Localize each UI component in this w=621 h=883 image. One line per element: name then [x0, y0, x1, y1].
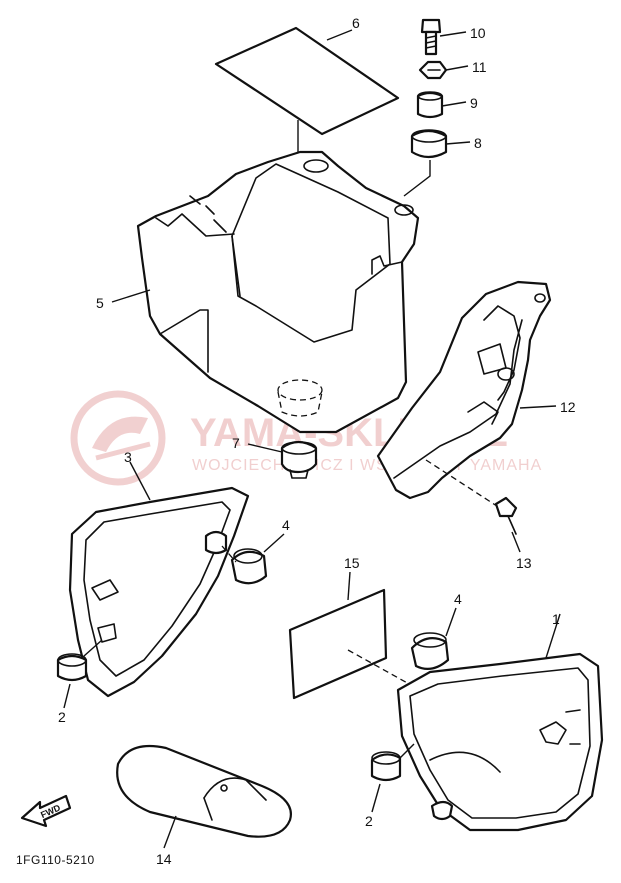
axis-15 — [347, 649, 421, 691]
callout-labels: 1 2 2 3 4 4 5 6 7 8 9 10 11 12 13 14 15 — [58, 15, 576, 867]
leader-2b — [371, 783, 381, 813]
leader-3 — [129, 461, 151, 501]
callout-1: 1 — [552, 611, 560, 627]
callout-4-upper: 4 — [282, 517, 290, 533]
leader-2a-arm — [83, 639, 103, 657]
part-4-grommet-lower — [410, 632, 450, 671]
part-1-side-cover-right — [396, 652, 604, 832]
part-3-side-cover-left — [68, 486, 250, 698]
callout-14: 14 — [156, 851, 172, 867]
callout-8: 8 — [474, 135, 482, 151]
leader-15 — [347, 571, 351, 601]
leader-1 — [545, 613, 561, 659]
part-11-nut — [418, 60, 448, 80]
callout-15: 15 — [344, 555, 360, 571]
watermark-subtitle: WOJCIECHOWICZ I WSPÓLNICY YAMAHA — [192, 455, 542, 474]
part-9-collar — [416, 91, 444, 119]
figure-code: 1FG110-5210 — [16, 853, 95, 867]
leader-6 — [326, 29, 353, 41]
callout-10: 10 — [470, 25, 486, 41]
watermark-logo-icon — [70, 390, 166, 486]
leader-10 — [439, 31, 467, 37]
callout-6: 6 — [352, 15, 360, 31]
part-4-grommet-upper — [230, 548, 268, 585]
axis-13 — [425, 459, 501, 509]
part-8-grommet — [410, 129, 448, 159]
leader-2b-arm — [399, 743, 415, 759]
leader-7 — [247, 443, 283, 453]
part-7-damper — [280, 440, 318, 479]
callout-3: 3 — [124, 449, 132, 465]
part-2-grommet-left — [56, 653, 88, 682]
callout-11: 11 — [472, 59, 487, 75]
leader-5 — [111, 289, 151, 303]
callout-5: 5 — [96, 295, 104, 311]
leader-2a — [63, 683, 71, 709]
leader-4a — [263, 533, 285, 553]
part-6-pad — [214, 26, 400, 136]
callout-4-lower: 4 — [454, 591, 462, 607]
part-5-battery-box — [136, 150, 420, 434]
leader-12 — [519, 405, 557, 409]
part-14-tool-bag — [116, 744, 292, 838]
forward-arrow-icon: FWD — [20, 794, 72, 828]
part-15-label — [288, 588, 388, 700]
leader-9 — [441, 101, 467, 107]
part-10-bolt — [420, 18, 442, 56]
callout-9: 9 — [470, 95, 478, 111]
part-12-bracket — [376, 280, 552, 500]
leader-4b — [445, 607, 457, 637]
part-13-screw — [494, 496, 518, 535]
leader-8-to-box — [403, 160, 431, 197]
leader-14 — [163, 815, 177, 849]
callout-13: 13 — [516, 555, 532, 571]
callout-2-left: 2 — [58, 709, 66, 725]
leader-13 — [511, 531, 521, 553]
part-2-grommet-right — [370, 751, 402, 782]
callout-2-right: 2 — [365, 813, 373, 829]
axis-4a — [221, 545, 237, 563]
callout-7: 7 — [232, 435, 240, 451]
leader-8 — [445, 141, 471, 145]
leader-11 — [445, 65, 469, 71]
callout-12: 12 — [560, 399, 576, 415]
